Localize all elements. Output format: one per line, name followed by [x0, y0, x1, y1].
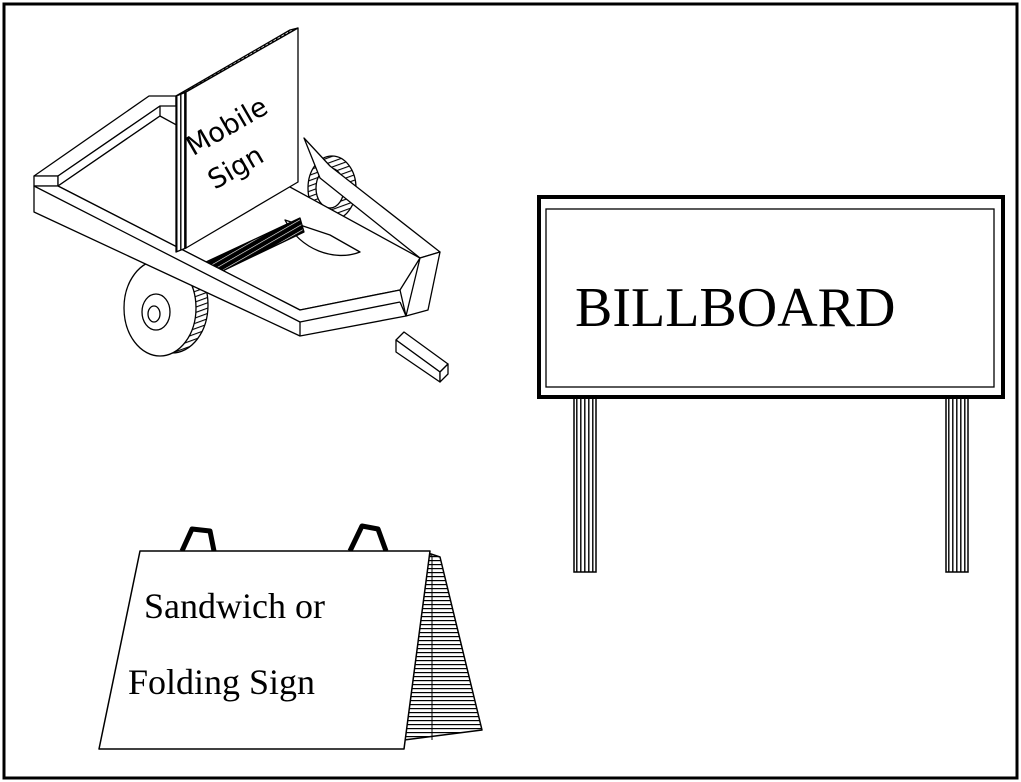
billboard-post-left	[573, 397, 597, 573]
sandwich-sign-handle-left	[179, 526, 217, 553]
mobile-sign-trailer	[33, 27, 449, 383]
billboard: BILLBOARD	[537, 195, 1005, 573]
sandwich-sign-line2: Folding Sign	[128, 662, 315, 702]
mobile-sign-board	[185, 27, 299, 249]
sandwich-sign-line1: Sandwich or	[144, 586, 325, 626]
billboard-post-right	[945, 397, 969, 573]
mobile-sign-board-edge	[175, 91, 187, 253]
sandwich-sign-handle-right	[347, 523, 389, 553]
sandwich-sign	[98, 523, 483, 750]
sandwich-sign-front-panel	[98, 550, 431, 750]
billboard-label: BILLBOARD	[575, 277, 895, 339]
billboard-panel	[545, 208, 995, 388]
